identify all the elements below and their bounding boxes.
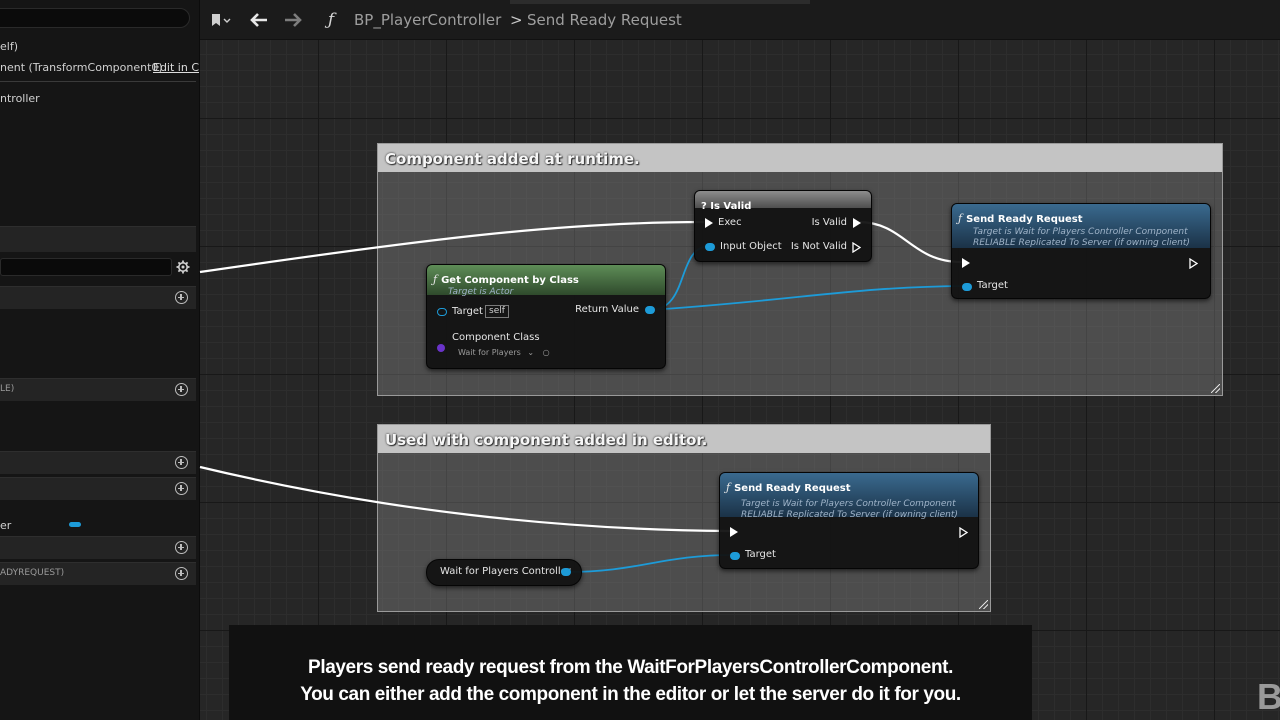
pin-label: Is Not Valid <box>790 241 847 252</box>
variable-label: Wait for Players Controller <box>440 566 571 577</box>
section-macros[interactable] <box>0 451 196 474</box>
pin-label: Exec <box>718 217 742 228</box>
comment-title-editor[interactable]: Used with component added in editor. <box>378 425 990 453</box>
exec-in-pin[interactable] <box>730 527 738 537</box>
exec-out-pin-unconnected[interactable] <box>959 527 968 538</box>
details-row-self: elf) <box>0 40 18 53</box>
corner-text: B <box>1257 676 1280 717</box>
node-subtitle: Target is Wait for Players Controller Co… <box>973 227 1188 237</box>
tab-strip <box>510 0 810 4</box>
node-title: Get Component by Class <box>441 275 579 286</box>
function-icon: ƒ <box>958 212 963 225</box>
section-local-label: ADYREQUEST) <box>0 568 65 578</box>
add-local-variable-icon[interactable] <box>175 567 188 580</box>
function-icon: ƒ <box>433 273 438 286</box>
edit-in-cpp-link[interactable]: Edit in C <box>153 61 200 74</box>
class-dropdown-value: Wait for Players <box>458 348 521 357</box>
variable-out-pin[interactable] <box>561 568 571 576</box>
browse-icon[interactable]: ○ <box>542 348 550 357</box>
details-panel: elf) nent (TransformComponent0) Edit in … <box>0 0 200 720</box>
node-subtitle: Target is Actor <box>448 287 514 297</box>
add-macro-icon[interactable] <box>175 456 188 469</box>
target-pin[interactable] <box>962 283 972 291</box>
class-dropdown[interactable]: Wait for Players ⌄ ○ <box>458 348 550 357</box>
breadcrumb-blueprint[interactable]: BP_PlayerController <box>354 11 502 29</box>
add-function-icon[interactable] <box>175 383 188 396</box>
bookmark-icon[interactable] <box>206 10 236 30</box>
add-variable-icon[interactable] <box>175 482 188 495</box>
variable-type-pill <box>69 522 81 527</box>
pin-label: Component Class <box>452 332 540 343</box>
exec-out-pin-unconnected[interactable] <box>852 242 861 253</box>
pin-label: Return Value <box>575 304 639 315</box>
section-local-variables[interactable]: ADYREQUEST) <box>0 562 196 585</box>
pin-label: Target <box>977 280 1008 291</box>
section-functions-label: LE) <box>0 384 15 394</box>
graph-canvas[interactable] <box>200 0 1280 720</box>
target-self-field[interactable]: self <box>485 305 509 318</box>
node-title: Send Ready Request <box>966 214 1083 225</box>
breadcrumb-separator: > <box>510 11 523 29</box>
resize-grip-icon[interactable] <box>979 600 988 609</box>
exec-in-pin[interactable] <box>705 218 713 228</box>
section-event-dispatchers[interactable] <box>0 536 196 559</box>
comment-title-runtime[interactable]: Component added at runtime. <box>378 144 1222 172</box>
caption-line-2: You can either add the component in the … <box>300 684 961 705</box>
variable-row[interactable]: er <box>0 519 12 532</box>
caption-line-1: Players send ready request from the Wait… <box>308 657 953 678</box>
pin-label: Target <box>745 549 776 560</box>
return-value-pin[interactable] <box>645 306 655 314</box>
resize-grip-icon[interactable] <box>1211 384 1220 393</box>
chevron-down-icon: ⌄ <box>527 348 535 357</box>
subtitle-caption: Players send ready request from the Wait… <box>229 625 1032 720</box>
graph-toolbar: ƒ BP_PlayerController > Send Ready Reque… <box>200 0 1280 40</box>
pin-label: Input Object <box>720 241 782 252</box>
pin-label: Target <box>452 306 483 317</box>
function-icon: ƒ <box>726 481 731 494</box>
function-icon: ƒ <box>327 10 335 30</box>
component-class-pin[interactable] <box>437 344 445 352</box>
section-graphs[interactable] <box>0 286 196 309</box>
back-arrow-icon[interactable] <box>246 10 272 30</box>
target-pin[interactable] <box>437 308 447 316</box>
exec-out-pin[interactable] <box>853 218 861 228</box>
node-variable-get[interactable]: Wait for Players Controller <box>426 559 582 586</box>
node-is-valid[interactable]: ? Is Valid Exec Is Valid Input Object Is… <box>694 190 872 262</box>
node-title: Send Ready Request <box>734 483 851 494</box>
details-search-input[interactable] <box>0 8 190 28</box>
details-row-controller: ntroller <box>0 92 40 105</box>
section-functions[interactable]: LE) <box>0 378 196 401</box>
exec-in-pin[interactable] <box>962 258 970 268</box>
target-pin[interactable] <box>730 552 740 560</box>
details-row-component: nent (TransformComponent0) <box>0 61 163 74</box>
input-object-pin[interactable] <box>705 243 715 251</box>
exec-out-pin-unconnected[interactable] <box>1189 258 1198 269</box>
gear-icon[interactable] <box>176 260 190 274</box>
node-title: ? Is Valid <box>701 201 752 212</box>
my-blueprint-header <box>0 226 196 252</box>
breadcrumb-function[interactable]: Send Ready Request <box>527 11 682 29</box>
section-variables[interactable] <box>0 477 196 500</box>
node-subtitle: RELIABLE Replicated To Server (if owning… <box>741 510 958 520</box>
forward-arrow-icon[interactable] <box>280 10 306 30</box>
node-header[interactable]: ? Is Valid <box>695 191 871 212</box>
node-subtitle: RELIABLE Replicated To Server (if owning… <box>973 238 1190 248</box>
pin-label: Is Valid <box>811 217 847 228</box>
add-dispatcher-icon[interactable] <box>175 541 188 554</box>
details-divider <box>0 81 196 82</box>
my-blueprint-search-input[interactable] <box>0 258 172 276</box>
node-subtitle: Target is Wait for Players Controller Co… <box>741 499 956 509</box>
add-graph-icon[interactable] <box>175 291 188 304</box>
